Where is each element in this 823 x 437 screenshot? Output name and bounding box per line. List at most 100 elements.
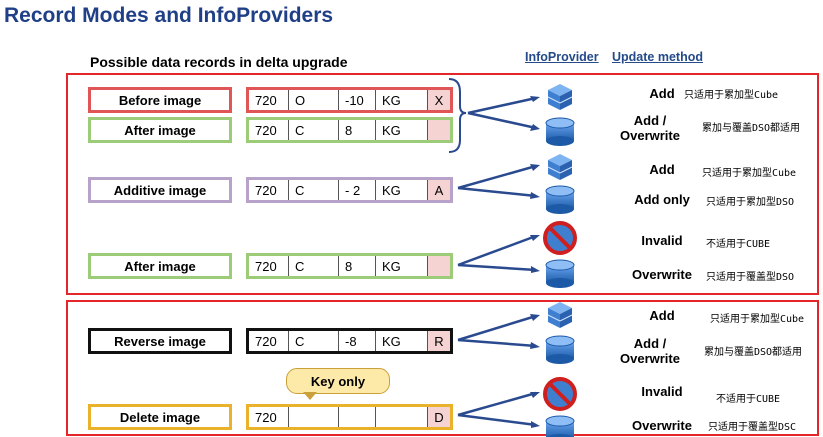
usage-note: 只适用于累加型Cube — [710, 314, 805, 325]
no-entry-icon — [543, 377, 577, 411]
record-cell: KG — [376, 256, 428, 276]
arrow-line — [457, 164, 537, 190]
cube-icon — [547, 154, 573, 180]
recordmode-cell — [428, 256, 450, 276]
brace-icon — [448, 78, 467, 153]
update-method: Add only — [634, 192, 690, 207]
cube-icon — [547, 302, 573, 328]
record-cell: C — [289, 256, 339, 276]
update-method: Invalid — [641, 233, 683, 248]
record-row: 720 O -10 KG X — [246, 87, 453, 113]
arrow-line — [467, 111, 537, 130]
recordmode-cell: X — [428, 90, 450, 110]
record-cell: 720 — [249, 331, 289, 351]
usage-note: 只适用于覆盖型DSO — [706, 272, 795, 283]
record-row: 720 C - 2 KG A — [246, 177, 453, 203]
record-cell: - 2 — [339, 180, 376, 200]
usage-note: 累加与覆盖DSO都适用 — [702, 123, 801, 134]
update-method: Add — [649, 162, 675, 177]
record-row: 720 D — [246, 404, 453, 430]
dso-icon — [545, 335, 575, 364]
additive-image-label: Additive image — [88, 177, 232, 203]
arrowhead — [531, 266, 540, 273]
record-cell: 720 — [249, 180, 289, 200]
arrowhead — [530, 314, 540, 321]
arrow-line — [467, 96, 537, 115]
record-cell — [289, 407, 339, 427]
reverse-image-label: Reverse image — [88, 328, 232, 354]
delete-image-label: Delete image — [88, 404, 232, 430]
arrow-line — [457, 186, 537, 198]
record-cell: 8 — [339, 256, 376, 276]
dso-icon — [545, 117, 575, 146]
recordmode-cell: A — [428, 180, 450, 200]
arrowhead — [530, 392, 540, 398]
record-cell: KG — [376, 120, 428, 140]
record-cell: -10 — [339, 90, 376, 110]
arrowhead — [530, 342, 540, 349]
callout-pointer — [303, 392, 317, 400]
usage-note: 累加与覆盖DSO都适用 — [704, 347, 803, 358]
update-method: Overwrite — [632, 418, 692, 433]
record-cell: C — [289, 180, 339, 200]
infoprovider-column-header: InfoProvider — [525, 50, 599, 64]
usage-note: 只适用于累加型DSO — [706, 197, 795, 208]
arrowhead — [530, 164, 540, 171]
arrow-line — [457, 263, 537, 272]
delta-group-frame-top — [66, 73, 819, 295]
after-image-label: After image — [88, 117, 232, 143]
update-method: Overwrite — [632, 267, 692, 282]
record-cell: 8 — [339, 120, 376, 140]
record-cell: 720 — [249, 256, 289, 276]
update-method-column-header: Update method — [612, 50, 703, 64]
update-method: Add / Overwrite — [620, 336, 680, 366]
update-method: Invalid — [641, 384, 683, 399]
record-cell: KG — [376, 90, 428, 110]
page-title: Record Modes and InfoProviders — [4, 4, 334, 27]
arrow-line — [457, 391, 537, 417]
record-cell: O — [289, 90, 339, 110]
usage-note: 不适用于CUBE — [716, 394, 781, 405]
usage-note: 不适用于CUBE — [706, 239, 771, 250]
dso-icon — [545, 185, 575, 214]
recordmode-cell: R — [428, 331, 450, 351]
dso-icon — [545, 259, 575, 288]
record-row: 720 C -8 KG R — [246, 328, 453, 354]
record-cell: 720 — [249, 120, 289, 140]
record-cell — [339, 407, 376, 427]
before-image-label: Before image — [88, 87, 232, 113]
recordmode-cell — [428, 120, 450, 140]
arrowhead — [530, 124, 540, 131]
record-cell: C — [289, 120, 339, 140]
arrowhead — [530, 235, 540, 241]
delta-group-frame-bottom — [66, 300, 819, 436]
record-cell: -8 — [339, 331, 376, 351]
record-cell: KG — [376, 331, 428, 351]
record-cell: KG — [376, 180, 428, 200]
arrow-line — [457, 314, 537, 342]
record-row: 720 C 8 KG — [246, 117, 453, 143]
arrow-line — [457, 338, 537, 348]
usage-note: 只适用于累加型Cube — [684, 90, 779, 101]
dso-icon — [545, 415, 575, 437]
arrowhead — [530, 192, 540, 199]
diagram-subtitle: Possible data records in delta upgrade — [90, 54, 348, 70]
update-method: Add — [649, 86, 675, 101]
record-cell: 720 — [249, 90, 289, 110]
arrowhead — [531, 421, 540, 428]
usage-note: 只适用于累加型Cube — [702, 168, 797, 179]
after-image-label: After image — [88, 253, 232, 279]
update-method: Add — [649, 308, 675, 323]
usage-note: 只适用于覆盖型DSC — [708, 422, 797, 433]
record-cell: C — [289, 331, 339, 351]
recordmode-cell: D — [428, 407, 450, 427]
arrow-line — [457, 413, 537, 427]
update-method: Add / Overwrite — [620, 113, 680, 143]
key-only-callout: Key only — [286, 368, 390, 394]
arrow-line — [457, 234, 537, 267]
record-cell — [376, 407, 428, 427]
no-entry-icon — [543, 221, 577, 255]
record-row: 720 C 8 KG — [246, 253, 453, 279]
record-cell: 720 — [249, 407, 289, 427]
